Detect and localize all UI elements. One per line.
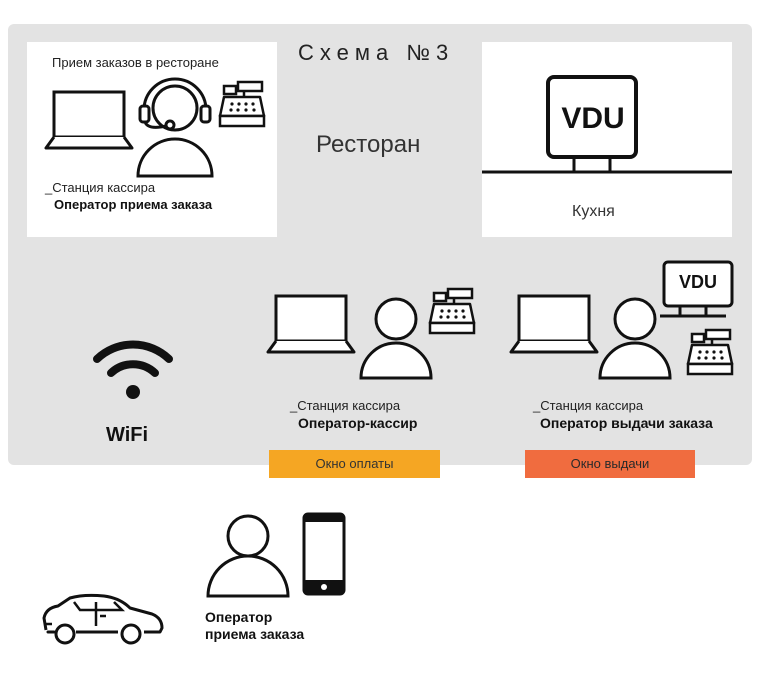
smartphone-icon: [302, 512, 346, 596]
issue-window-badge: Окно выдачи: [525, 450, 695, 478]
person-icon: [206, 514, 290, 598]
kitchen-label: Кухня: [572, 203, 615, 220]
reception-operator-label: Оператор приема заказа: [54, 197, 213, 212]
kitchen-vdu-label: VDU: [561, 102, 625, 135]
wifi-icon: [93, 340, 173, 399]
cash-register-icon: [428, 287, 476, 335]
drive-operator-label-line1: Оператор: [205, 609, 273, 625]
reception-title: Прием заказов в ресторане: [52, 55, 219, 70]
wifi-label: WiFi: [106, 424, 149, 446]
reception-station-label: _Станция кассира: [45, 180, 156, 195]
issue-vdu-label: VDU: [678, 272, 717, 292]
drive-operator-label-line2: приема заказа: [205, 626, 305, 642]
cash-register-icon: [686, 328, 734, 376]
cashier-operator-label: Оператор-кассир: [298, 415, 418, 431]
scheme-title: Схема №3: [298, 40, 455, 65]
laptop-icon: [44, 90, 134, 150]
headset-person-icon: [136, 77, 214, 178]
vdu-monitor-icon: [482, 75, 732, 174]
vdu-monitor-icon: [660, 260, 734, 318]
issue-station-label: _Станция кассира: [533, 398, 644, 413]
person-icon: [598, 297, 672, 380]
cashier-station-label: _Станция кассира: [290, 398, 401, 413]
payment-window-badge: Окно оплаты: [269, 450, 440, 478]
issue-operator-label: Оператор выдачи заказа: [540, 415, 713, 431]
person-icon: [359, 297, 433, 380]
laptop-icon: [509, 294, 599, 354]
cash-register-icon: [218, 80, 266, 128]
car-icon: [42, 593, 164, 645]
laptop-icon: [266, 294, 356, 354]
restaurant-label: Ресторан: [316, 131, 421, 158]
